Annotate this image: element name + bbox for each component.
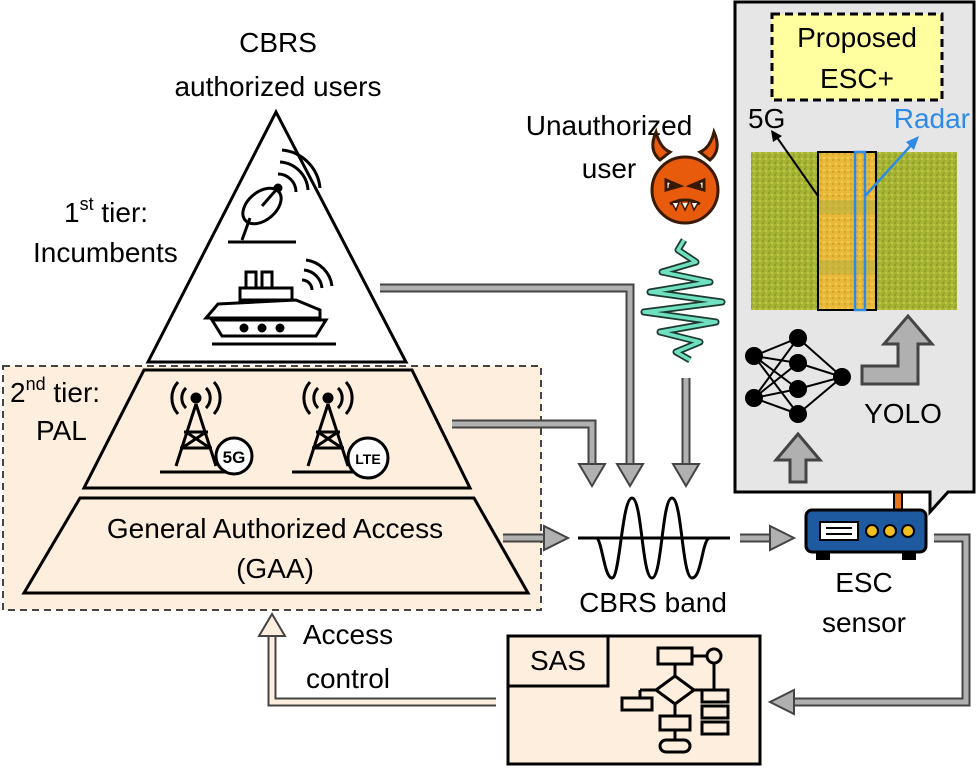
pyramid-gaa — [21, 496, 531, 595]
pyramid-tier1 — [145, 108, 409, 364]
arrow-sas-to-gaa — [257, 612, 496, 707]
badge-lte: LTE — [355, 451, 380, 467]
esc-plus-title-box — [770, 12, 944, 102]
yolo-label: YOLO — [864, 398, 942, 429]
spectrogram-band-2 — [818, 260, 876, 274]
arrow-pal-to-band — [452, 419, 607, 488]
bbox-5g — [817, 151, 877, 311]
label-radar: Radar — [894, 103, 970, 134]
arrow-sensor-to-nn — [772, 431, 824, 484]
arrow-band-to-sensor — [740, 524, 797, 552]
band-label: CBRS band — [579, 587, 727, 618]
bbox-radar — [853, 150, 867, 312]
sensor-label-line1: ESC — [835, 567, 893, 598]
neural-network-icon — [745, 329, 851, 423]
satellite-dish-icon — [228, 148, 322, 244]
esc-plus-title-line1: Proposed — [797, 22, 917, 53]
unauthorized-label-line1: Unauthorized — [526, 110, 693, 141]
pyramid-title-line1: CBRS — [239, 27, 317, 58]
access-label-line1: Access — [303, 619, 393, 650]
tower-lte-icon — [292, 381, 390, 480]
tier1-label-line2: Incumbents — [33, 237, 178, 268]
tower-5g-icon — [160, 381, 254, 476]
sas-label: SAS — [530, 645, 586, 676]
arrow-nn-to-spectrogram — [860, 313, 936, 386]
spectrogram-band-1 — [818, 200, 876, 214]
noise-wave-icon — [640, 238, 726, 364]
pyramid-title-line2: authorized users — [174, 71, 381, 102]
gaa-label-line2: (GAA) — [236, 553, 314, 584]
gaa-label-line1: General Authorized Access — [107, 513, 443, 544]
spectrogram-5g-signal — [818, 152, 876, 310]
esc-plus-title-line2: ESC+ — [820, 63, 894, 94]
pyramid-tier2 — [81, 368, 473, 490]
unauthorized-label-line2: user — [582, 153, 636, 184]
tier2-label-line2: PAL — [36, 415, 87, 446]
access-label-line2: control — [306, 663, 390, 694]
arrow-sensor-to-sas — [767, 533, 971, 716]
band-wave-icon — [578, 496, 730, 580]
devil-icon — [650, 127, 720, 225]
arrow-incumbents-to-band — [380, 283, 645, 488]
sensor-label-line2: sensor — [822, 607, 906, 638]
tier1-label-line1: 1st tier: — [64, 194, 148, 228]
arrow-unauthorized-to-band — [671, 378, 701, 488]
badge-5g: 5G — [223, 448, 246, 467]
arrow-5g-head — [771, 130, 782, 142]
tier2-label-line1: 2nd tier: — [10, 374, 100, 408]
arrow-radar-head — [906, 136, 919, 150]
sas-label-box — [506, 634, 610, 688]
arrow-gaa-to-band — [503, 524, 571, 552]
flowchart-icon — [620, 646, 730, 754]
ship-icon — [202, 258, 336, 346]
arrow-radar-pointer — [864, 141, 915, 197]
arrow-5g-pointer — [775, 135, 819, 197]
label-5g: 5G — [748, 103, 785, 134]
